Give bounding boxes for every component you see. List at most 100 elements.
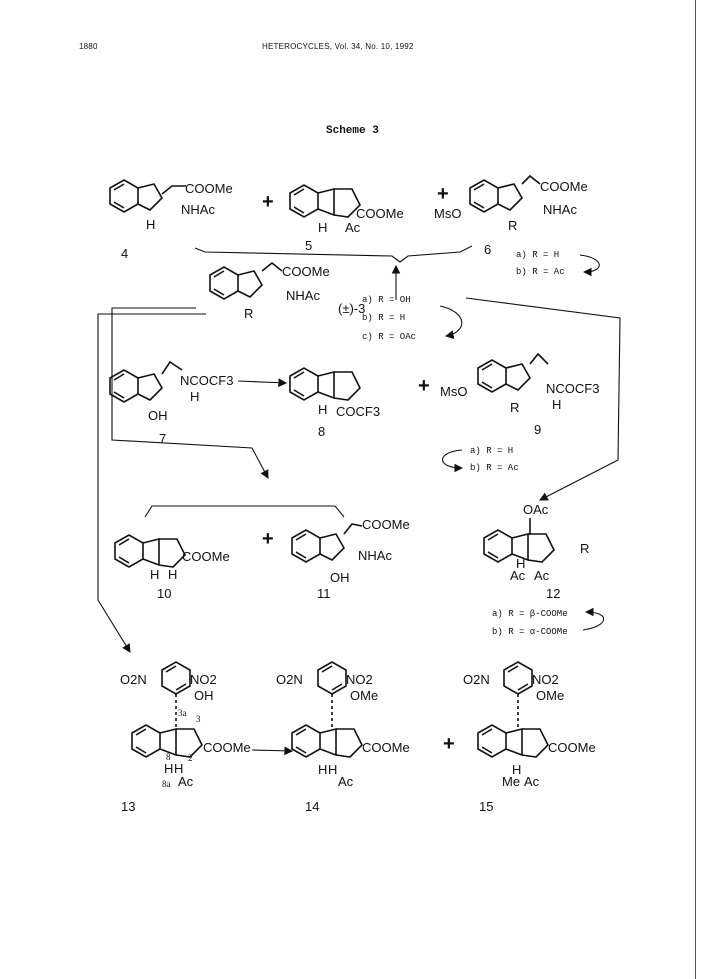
variant-12a: a) R = β-COOMe xyxy=(492,609,568,619)
compound-8: H COCF3 8 xyxy=(289,367,380,439)
svg-text:12: 12 xyxy=(546,586,560,601)
svg-text:6: 6 xyxy=(484,242,491,257)
svg-text:H: H xyxy=(318,402,327,417)
variant-3a: a) R = OH xyxy=(362,295,411,305)
scheme-title: Scheme 3 xyxy=(326,125,379,137)
svg-text:7: 7 xyxy=(159,431,166,446)
plus-sign: + xyxy=(418,375,430,397)
svg-text:R: R xyxy=(508,218,517,233)
svg-text:MsO: MsO xyxy=(434,206,461,221)
svg-text:H: H xyxy=(516,556,525,571)
svg-text:3a: 3a xyxy=(178,708,187,718)
journal-header: HETEROCYCLES, Vol. 34, No. 10, 1992 xyxy=(262,42,414,51)
svg-text:H: H xyxy=(512,762,521,777)
svg-text:NCOCF3: NCOCF3 xyxy=(546,381,599,396)
variant-12b: b) R = α-COOMe xyxy=(492,627,568,637)
svg-text:NO2: NO2 xyxy=(190,672,217,687)
svg-text:Ac: Ac xyxy=(345,220,361,235)
svg-text:2: 2 xyxy=(188,753,193,763)
compound-3: COOMe NHAc R (±)-3 xyxy=(209,261,365,321)
svg-text:(±)-3: (±)-3 xyxy=(338,301,365,316)
variant-6a: a) R = H xyxy=(516,250,559,260)
svg-text:COOMe: COOMe xyxy=(282,264,330,279)
svg-text:3: 3 xyxy=(196,714,201,724)
svg-text:8: 8 xyxy=(318,424,325,439)
svg-text:10: 10 xyxy=(157,586,171,601)
plus-sign: + xyxy=(443,733,455,755)
compound-10: COOMe H H 10 xyxy=(114,534,230,601)
svg-text:NO2: NO2 xyxy=(346,672,373,687)
variant-3c: c) R = OAc xyxy=(362,332,416,342)
svg-text:OAc: OAc xyxy=(523,502,549,517)
svg-text:O2N: O2N xyxy=(276,672,303,687)
variant-9b: b) R = Ac xyxy=(470,463,519,473)
svg-text:H: H xyxy=(318,762,327,777)
svg-text:15: 15 xyxy=(479,799,493,814)
svg-text:NHAc: NHAc xyxy=(543,202,577,217)
svg-text:MsO: MsO xyxy=(440,384,467,399)
page-edge-line xyxy=(695,0,696,979)
brace-10-11 xyxy=(144,505,345,518)
svg-text:COOMe: COOMe xyxy=(362,740,410,755)
svg-text:NHAc: NHAc xyxy=(286,288,320,303)
svg-text:COOMe: COOMe xyxy=(362,517,410,532)
svg-text:OH: OH xyxy=(194,688,214,703)
svg-text:H: H xyxy=(146,217,155,232)
page-number: 1880 xyxy=(79,42,98,51)
svg-text:8: 8 xyxy=(166,752,171,762)
interconversion-arrow xyxy=(442,449,464,473)
svg-text:H: H xyxy=(190,389,199,404)
svg-text:OH: OH xyxy=(330,570,350,585)
interconversion-arrow xyxy=(579,254,600,277)
compound-7: NCOCF3 H OH 7 xyxy=(109,360,233,446)
svg-text:COOMe: COOMe xyxy=(203,740,251,755)
reaction-arrow xyxy=(237,378,288,388)
plus-sign: + xyxy=(437,183,449,205)
svg-text:O2N: O2N xyxy=(120,672,147,687)
svg-text:R: R xyxy=(510,400,519,415)
svg-text:OMe: OMe xyxy=(350,688,378,703)
arrow-to-11 xyxy=(111,307,269,479)
svg-text:COOMe: COOMe xyxy=(548,740,596,755)
compound-9: MsO NCOCF3 H R 9 xyxy=(440,352,599,437)
interconversion-arrow xyxy=(439,305,463,339)
svg-text:COOMe: COOMe xyxy=(185,181,233,196)
compound-5: COOMe H Ac 5 xyxy=(289,184,404,253)
variant-3b: b) R = H xyxy=(362,313,405,323)
svg-text:COCF3: COCF3 xyxy=(336,404,380,419)
svg-text:4: 4 xyxy=(121,246,128,261)
svg-text:OH: OH xyxy=(148,408,168,423)
svg-text:NCOCF3: NCOCF3 xyxy=(180,373,233,388)
svg-text:NHAc: NHAc xyxy=(358,548,392,563)
compound-13: O2N NO2 OH COOMe H H Ac 3a 3 8 2 8a 13 xyxy=(120,661,251,814)
svg-text:NHAc: NHAc xyxy=(181,202,215,217)
svg-text:Me: Me xyxy=(502,774,520,789)
svg-text:H: H xyxy=(328,762,337,777)
svg-text:Ac: Ac xyxy=(178,774,194,789)
svg-text:H: H xyxy=(318,220,327,235)
svg-text:5: 5 xyxy=(305,238,312,253)
plus-sign: + xyxy=(262,528,274,550)
svg-text:OMe: OMe xyxy=(536,688,564,703)
svg-text:Ac: Ac xyxy=(510,568,526,583)
interconversion-arrow xyxy=(582,607,605,631)
svg-text:COOMe: COOMe xyxy=(182,549,230,564)
svg-text:R: R xyxy=(244,306,253,321)
arrow-to-13 xyxy=(97,313,206,653)
compound-12: OAc R H Ac Ac 12 xyxy=(483,502,589,601)
svg-text:9: 9 xyxy=(534,422,541,437)
svg-text:NO2: NO2 xyxy=(532,672,559,687)
variant-6b: b) R = Ac xyxy=(516,267,565,277)
compound-14: O2N NO2 OMe COOMe H H Ac 14 xyxy=(276,661,410,814)
compound-11: COOMe NHAc OH 11 xyxy=(291,517,410,601)
compound-6: MsO COOMe NHAc R 6 xyxy=(434,174,588,257)
svg-text:COOMe: COOMe xyxy=(540,179,588,194)
svg-text:14: 14 xyxy=(305,799,319,814)
plus-sign: + xyxy=(262,191,274,213)
svg-text:H: H xyxy=(552,397,561,412)
variant-9a: a) R = H xyxy=(470,446,513,456)
reaction-arrow xyxy=(251,746,294,756)
svg-text:O2N: O2N xyxy=(463,672,490,687)
svg-text:8a: 8a xyxy=(162,779,171,789)
